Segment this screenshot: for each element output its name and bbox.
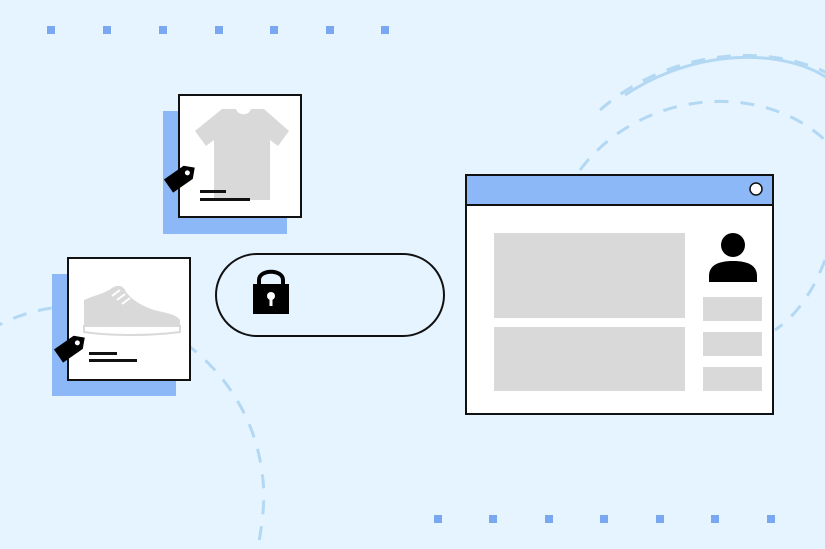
product-card-sneaker xyxy=(52,257,191,396)
label-line-long xyxy=(89,359,137,362)
price-tag-icon xyxy=(163,165,195,193)
sidebar-item-3 xyxy=(703,367,762,391)
price-tag-icon xyxy=(53,335,85,363)
label-line-short xyxy=(200,190,226,193)
lock-icon xyxy=(253,269,289,314)
dot-row-top xyxy=(47,26,389,34)
arc-right-solid xyxy=(624,55,825,97)
content-block-2 xyxy=(494,327,685,391)
sidebar-item-1 xyxy=(703,297,762,321)
product-card-tshirt xyxy=(163,94,302,234)
tshirt-icon xyxy=(195,109,289,200)
label-line-short xyxy=(89,352,117,355)
user-avatar-icon xyxy=(709,233,757,282)
sneaker-icon xyxy=(83,285,181,336)
arc-right-inner xyxy=(578,99,825,171)
label-line-long xyxy=(200,198,250,201)
secure-connector xyxy=(215,253,445,337)
content-block-1 xyxy=(494,233,685,318)
connector-pill xyxy=(215,253,445,337)
window-titlebar xyxy=(467,176,772,205)
window-button-icon xyxy=(749,182,763,196)
dot-row-bottom xyxy=(434,515,775,523)
arc-right-lower xyxy=(774,259,825,332)
browser-window xyxy=(465,174,774,415)
sidebar-item-2 xyxy=(703,332,762,356)
